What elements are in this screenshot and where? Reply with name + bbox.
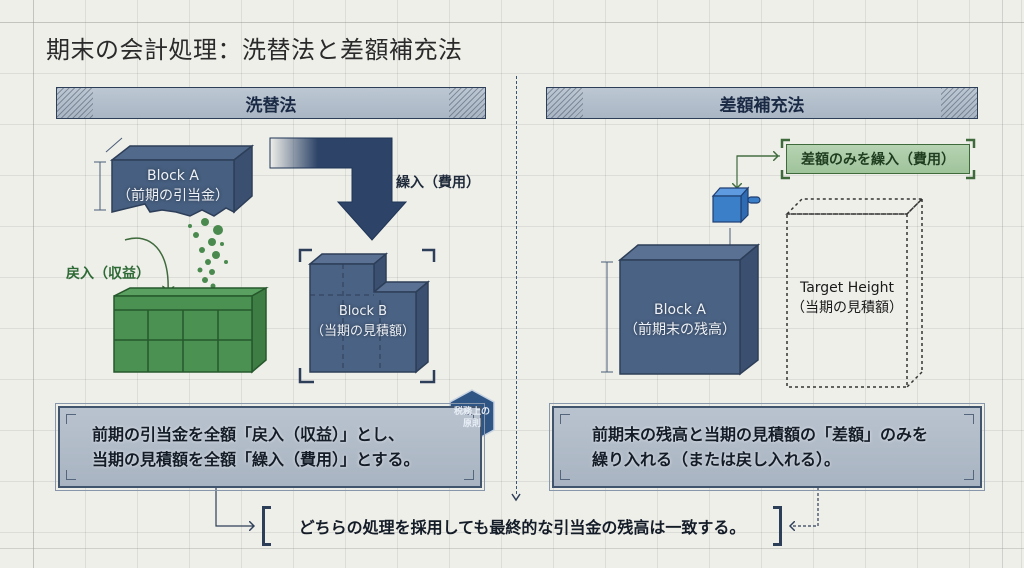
frame-line bbox=[0, 548, 1024, 549]
tax-principle-badge: 税務上の 原則 bbox=[446, 392, 498, 444]
green-bin bbox=[113, 286, 269, 374]
page-title: 期末の会計処理：洗替法と差額補充法 bbox=[46, 36, 463, 64]
block-a-right-label: Block A （前期末の残高） bbox=[620, 300, 740, 340]
difference-provision-tag-label: 差額のみを繰入（費用） bbox=[801, 152, 955, 168]
block-a-right bbox=[617, 243, 761, 376]
section-header-label: 洗替法 bbox=[245, 95, 297, 116]
araigae-description-line2: 当期の見積額を全額「繰入（費用）」とする。 bbox=[92, 450, 420, 469]
araigae-description-line1: 前期の引当金を全額「戻入（収益）」とし、 bbox=[92, 425, 405, 444]
target-height-name: Target Height bbox=[799, 280, 895, 296]
target-height-label: Target Height （当期の見積額） bbox=[787, 278, 907, 318]
araigae-description: 前期の引当金を全額「戻入（収益）」とし、 当期の見積額を全額「繰入（費用）」とす… bbox=[55, 403, 485, 491]
sagaku-description: 前期末の残高と当期の見積額の「差額」のみを 繰り入れる（または戻し入れる）。 bbox=[549, 403, 985, 491]
section-header-label: 差額補充法 bbox=[719, 95, 805, 116]
tag-connector-arrow bbox=[737, 155, 780, 188]
frame-line bbox=[0, 22, 1024, 23]
reversal-arrow bbox=[124, 237, 168, 292]
block-b-sub: （当期の見積額） bbox=[310, 324, 415, 339]
center-divider bbox=[516, 76, 517, 494]
block-b-label: Block B （当期の見積額） bbox=[310, 302, 416, 342]
height-marker bbox=[601, 261, 613, 373]
left-conclusion-arrow bbox=[215, 488, 254, 526]
badge-line1: 税務上の bbox=[453, 407, 490, 417]
block-b-name: Block B bbox=[338, 304, 388, 319]
sagaku-description-line2: 繰り入れる（または戻し入れる）。 bbox=[592, 450, 841, 469]
dimension-marker bbox=[94, 137, 123, 211]
badge-line2: 原則 bbox=[462, 419, 481, 429]
right-conclusion-arrow bbox=[790, 488, 819, 526]
frame-line bbox=[1002, 0, 1003, 568]
frame-line bbox=[33, 0, 34, 568]
reversal-label: 戻入（収益） bbox=[66, 266, 150, 282]
section-header-araigae: 洗替法 bbox=[56, 87, 486, 119]
conclusion-text: どちらの処理を採用しても最終的な引当金の残高は一致する。 bbox=[298, 518, 746, 537]
conclusion-statement: どちらの処理を採用しても最終的な引当金の残高は一致する。 bbox=[262, 506, 782, 546]
section-header-sagaku: 差額補充法 bbox=[546, 87, 978, 119]
block-a-sub: （前期の引当金） bbox=[117, 188, 229, 204]
block-a-right-name: Block A bbox=[654, 302, 706, 318]
provision-arrow bbox=[269, 137, 408, 241]
block-b-brackets bbox=[298, 248, 436, 384]
block-a-right-sub: （前期末の残高） bbox=[624, 322, 736, 338]
target-height-box bbox=[785, 198, 924, 388]
block-a-name: Block A bbox=[147, 168, 199, 184]
small-blue-cube bbox=[711, 186, 761, 224]
block-b bbox=[307, 252, 431, 374]
target-height-sub: （当期の見積額） bbox=[791, 300, 903, 316]
sagaku-description-line1: 前期末の残高と当期の見積額の「差額」のみを bbox=[592, 425, 929, 444]
block-a-left bbox=[109, 144, 255, 217]
provision-label: 繰入（費用） bbox=[396, 175, 480, 191]
divider-arrowhead bbox=[511, 493, 521, 502]
difference-provision-tag: 差額のみを繰入（費用） bbox=[786, 144, 970, 174]
green-tag-brackets bbox=[780, 138, 976, 180]
block-a-left-label: Block A （前期の引当金） bbox=[112, 166, 234, 206]
